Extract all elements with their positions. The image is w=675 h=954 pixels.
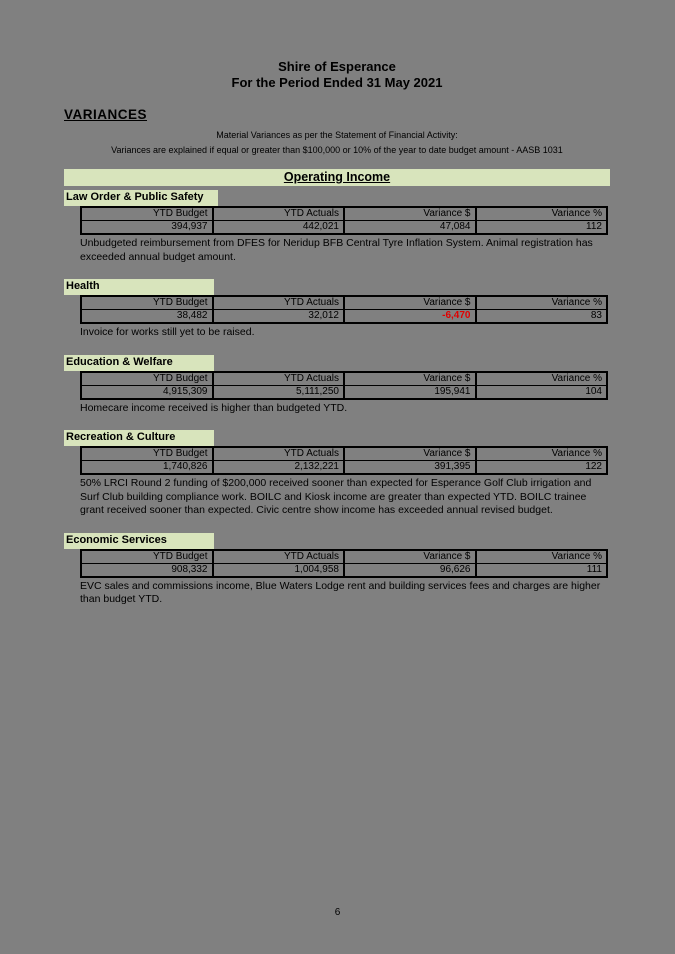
section-economic-services: Economic Services YTD Budget YTD Actuals…	[64, 530, 610, 607]
section-health: Health YTD Budget YTD Actuals Variance $…	[64, 276, 610, 340]
col-header-variance-percent: Variance %	[475, 295, 608, 310]
section-note: 50% LRCI Round 2 funding of $200,000 rec…	[80, 477, 592, 516]
col-header-ytd-budget: YTD Budget	[80, 549, 214, 564]
col-header-ytd-budget: YTD Budget	[80, 446, 214, 461]
table-value-row: 394,937 442,021 47,084 112	[80, 220, 608, 235]
page-content: Shire of Esperance For the Period Ended …	[64, 0, 610, 607]
section-note: Invoice for works still yet to be raised…	[80, 326, 255, 338]
col-header-ytd-actuals: YTD Actuals	[212, 371, 345, 386]
cell-ytd-budget: 38,482	[80, 309, 214, 324]
variance-table: YTD Budget YTD Actuals Variance $ Varian…	[80, 295, 608, 324]
cell-variance-percent: 112	[475, 220, 608, 235]
cell-ytd-budget: 394,937	[80, 220, 214, 235]
col-header-variance-percent: Variance %	[475, 446, 608, 461]
variances-heading: VARIANCES	[64, 107, 148, 122]
col-header-variance-dollar: Variance $	[343, 295, 477, 310]
col-header-ytd-actuals: YTD Actuals	[212, 446, 345, 461]
col-header-ytd-actuals: YTD Actuals	[212, 206, 345, 221]
page-number: 6	[334, 907, 341, 918]
col-header-ytd-actuals: YTD Actuals	[212, 295, 345, 310]
table-value-row: 1,740,826 2,132,221 391,395 122	[80, 460, 608, 475]
cell-ytd-budget: 4,915,309	[80, 384, 214, 399]
variance-table: YTD Budget YTD Actuals Variance $ Varian…	[80, 370, 608, 400]
table-value-row: 908,332 1,004,958 96,626 111	[80, 562, 608, 577]
cell-ytd-budget: 1,740,826	[80, 460, 214, 475]
cell-ytd-actuals: 442,021	[212, 220, 345, 235]
section-education-welfare: Education & Welfare YTD Budget YTD Actua…	[64, 352, 610, 416]
cell-variance-dollar: 47,084	[343, 220, 477, 235]
section-note: Unbudgeted reimbursement from DFES for N…	[80, 237, 593, 263]
operating-income-banner-label: Operating Income	[283, 170, 391, 184]
report-period: For the Period Ended 31 May 2021	[231, 75, 443, 90]
cell-variance-percent: 104	[475, 384, 608, 399]
section-law-order-public-safety: Law Order & Public Safety YTD Budget YTD…	[64, 187, 610, 264]
cell-ytd-budget: 908,332	[80, 562, 214, 577]
cell-ytd-actuals: 32,012	[212, 309, 345, 324]
table-header-row: YTD Budget YTD Actuals Variance $ Varian…	[80, 549, 608, 564]
col-header-ytd-actuals: YTD Actuals	[212, 549, 345, 564]
table-header-row: YTD Budget YTD Actuals Variance $ Varian…	[80, 295, 608, 310]
section-note: Homecare income received is higher than …	[80, 401, 348, 414]
table-header-row: YTD Budget YTD Actuals Variance $ Varian…	[80, 446, 608, 461]
variance-table: YTD Budget YTD Actuals Variance $ Varian…	[80, 548, 608, 578]
material-variances-note: Material Variances as per the Statement …	[216, 130, 458, 140]
operating-income-banner: Operating Income	[64, 169, 610, 186]
section-header: Health	[64, 279, 214, 295]
col-header-variance-dollar: Variance $	[343, 371, 477, 386]
col-header-ytd-budget: YTD Budget	[80, 295, 214, 310]
page-title: Shire of Esperance	[278, 59, 396, 74]
col-header-variance-percent: Variance %	[475, 371, 608, 386]
variance-threshold-note: Variances are explained if equal or grea…	[111, 145, 563, 155]
col-header-variance-dollar: Variance $	[343, 446, 477, 461]
cell-ytd-actuals: 1,004,958	[212, 562, 345, 577]
section-header: Economic Services	[64, 532, 214, 549]
col-header-variance-dollar: Variance $	[343, 549, 477, 564]
table-header-row: YTD Budget YTD Actuals Variance $ Varian…	[80, 206, 608, 221]
cell-variance-dollar: 391,395	[343, 460, 477, 475]
cell-variance-percent: 122	[475, 460, 608, 475]
section-header: Law Order & Public Safety	[64, 190, 218, 206]
section-header: Recreation & Culture	[64, 430, 214, 446]
section-recreation-culture: Recreation & Culture YTD Budget YTD Actu…	[64, 427, 610, 518]
col-header-ytd-budget: YTD Budget	[80, 371, 214, 386]
section-note: EVC sales and commissions income, Blue W…	[80, 579, 601, 606]
table-value-row: 4,915,309 5,111,250 195,941 104	[80, 384, 608, 399]
variance-table: YTD Budget YTD Actuals Variance $ Varian…	[80, 206, 608, 235]
table-header-row: YTD Budget YTD Actuals Variance $ Varian…	[80, 371, 608, 386]
cell-ytd-actuals: 5,111,250	[212, 384, 345, 399]
section-header: Education & Welfare	[64, 354, 214, 371]
variance-table: YTD Budget YTD Actuals Variance $ Varian…	[80, 446, 608, 475]
cell-variance-dollar: -6,470	[343, 309, 477, 324]
cell-variance-percent: 83	[475, 309, 608, 324]
cell-variance-dollar: 195,941	[343, 384, 477, 399]
col-header-ytd-budget: YTD Budget	[80, 206, 214, 221]
cell-variance-dollar: 96,626	[343, 562, 477, 577]
cell-ytd-actuals: 2,132,221	[212, 460, 345, 475]
cell-variance-percent: 111	[475, 562, 608, 577]
col-header-variance-dollar: Variance $	[343, 206, 477, 221]
col-header-variance-percent: Variance %	[475, 549, 608, 564]
col-header-variance-percent: Variance %	[475, 206, 608, 221]
table-value-row: 38,482 32,012 -6,470 83	[80, 309, 608, 324]
report-header: Shire of Esperance For the Period Ended …	[64, 59, 610, 91]
